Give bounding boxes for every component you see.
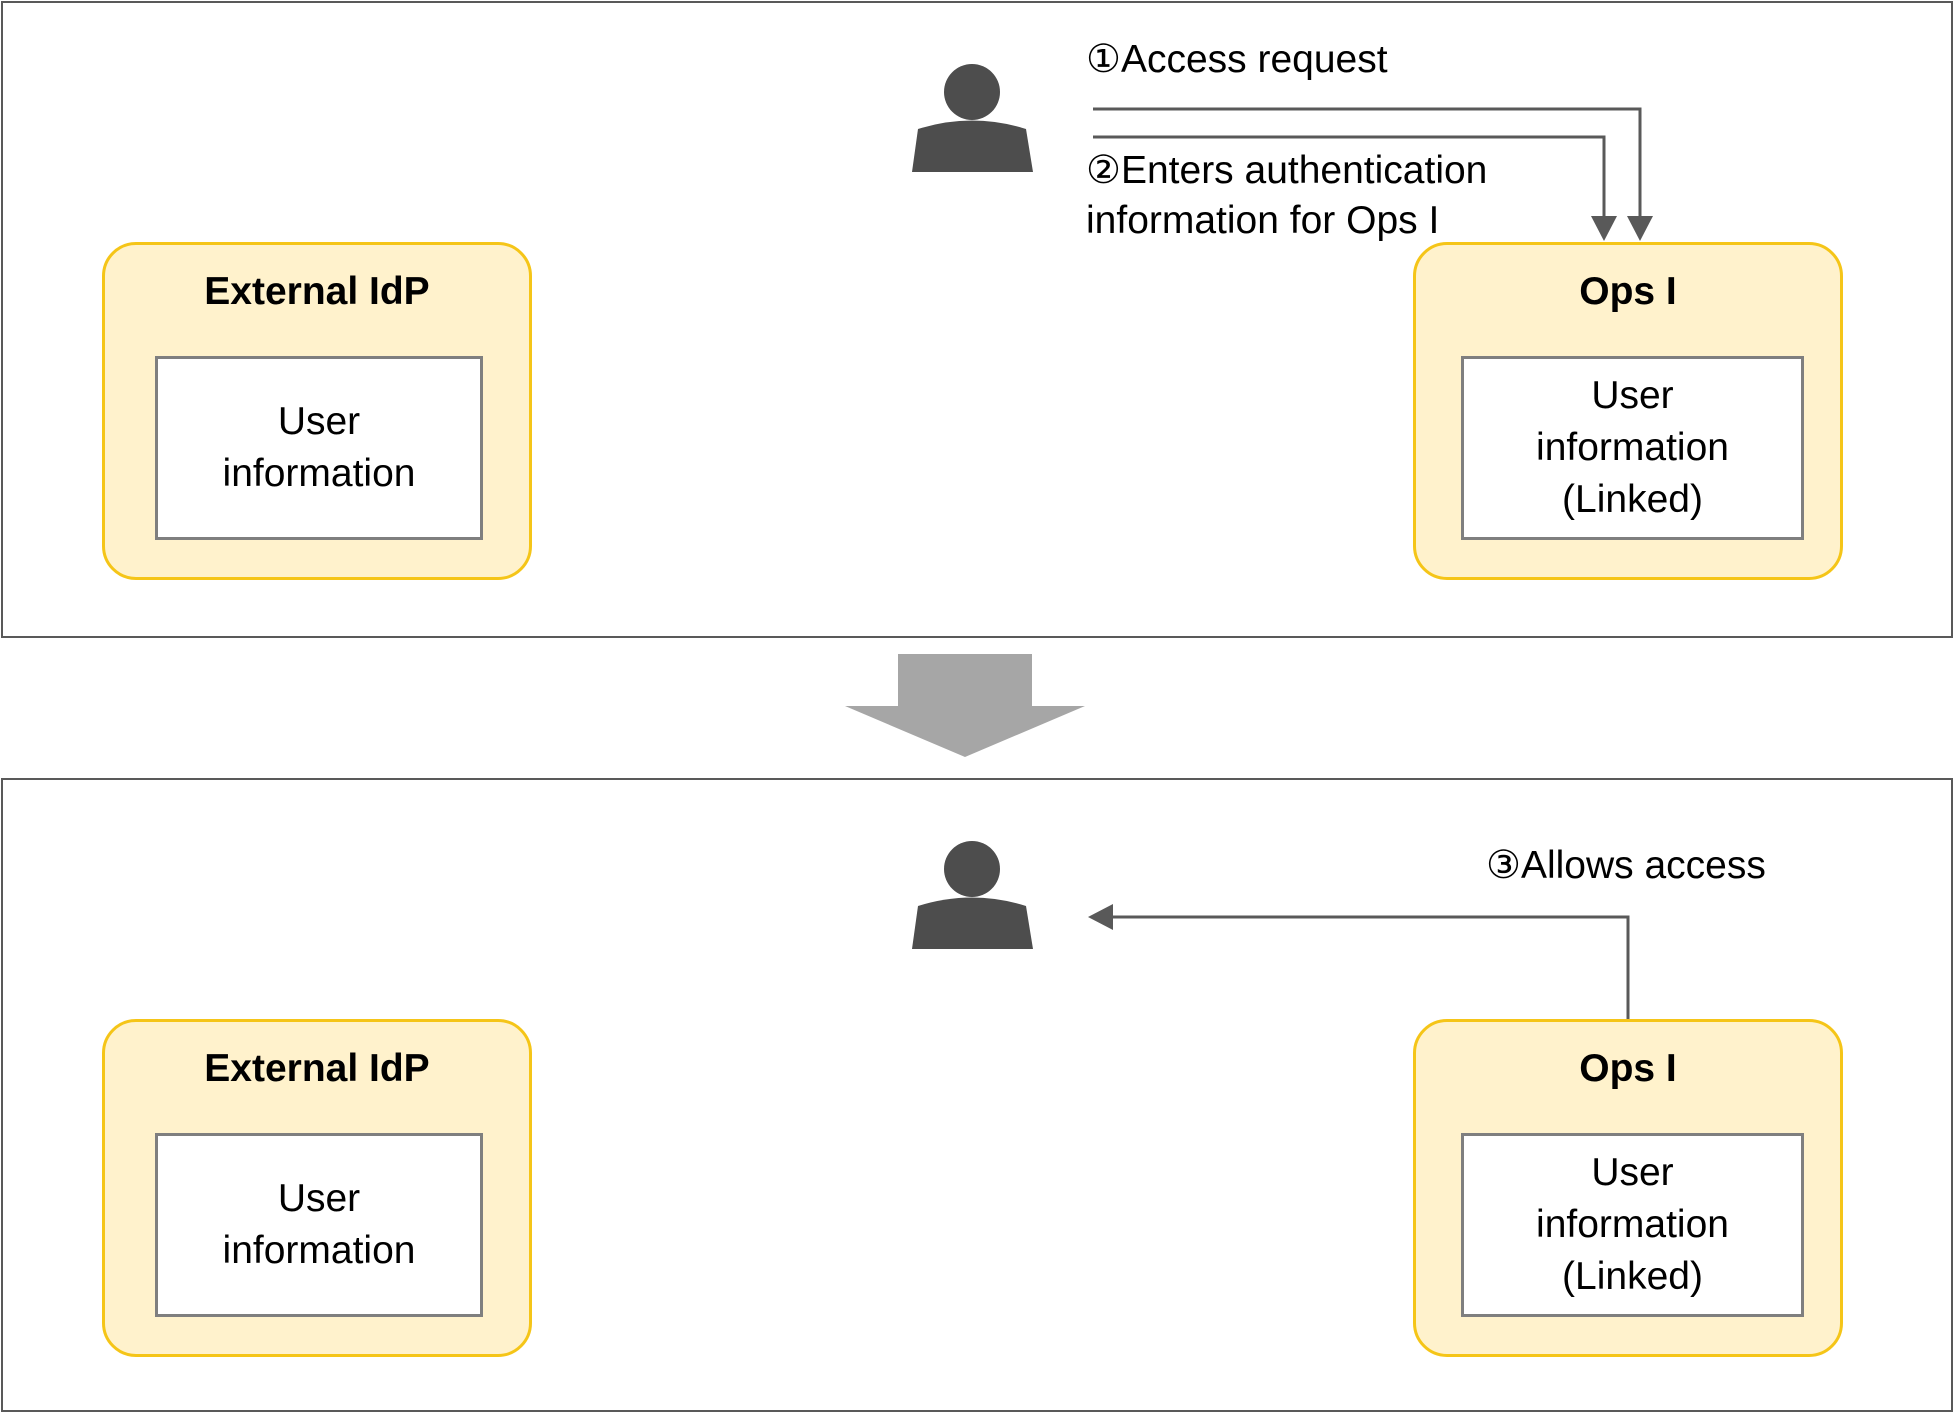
down-arrow-icon xyxy=(845,654,1085,757)
ops-box: Ops I User information (Linked) xyxy=(1413,1019,1843,1357)
ops-user-info-label: User information (Linked) xyxy=(1536,374,1729,521)
ops-title: Ops I xyxy=(1579,270,1677,313)
allows-access-arrow xyxy=(1088,904,1630,1019)
ops-title: Ops I xyxy=(1579,1047,1677,1090)
ops-user-info: User information (Linked) xyxy=(1461,356,1804,540)
step-access-request-label: ①Access request xyxy=(1086,38,1388,81)
ops-user-info-label: User information (Linked) xyxy=(1536,1151,1729,1298)
external-idp-box: External IdP User information xyxy=(102,1019,532,1357)
external-idp-title: External IdP xyxy=(204,270,430,313)
external-idp-user-info-label: User information xyxy=(222,400,416,495)
ops-box: Ops I User information (Linked) xyxy=(1413,242,1843,580)
user-icon xyxy=(912,64,1033,172)
step-enter-auth-label: ②Enters authentication information for O… xyxy=(1086,149,1488,242)
external-idp-title: External IdP xyxy=(204,1047,430,1090)
external-idp-user-info-label: User information xyxy=(222,1177,416,1272)
enter-auth-arrow xyxy=(1093,135,1617,241)
external-idp-user-info: User information xyxy=(155,356,483,540)
access-request-arrow xyxy=(1093,107,1653,241)
external-idp-box: External IdP User information xyxy=(102,242,532,580)
external-idp-user-info: User information xyxy=(155,1133,483,1317)
ops-user-info: User information (Linked) xyxy=(1461,1133,1804,1317)
step-allows-access-label: ③Allows access xyxy=(1486,844,1766,887)
user-icon xyxy=(912,841,1033,949)
